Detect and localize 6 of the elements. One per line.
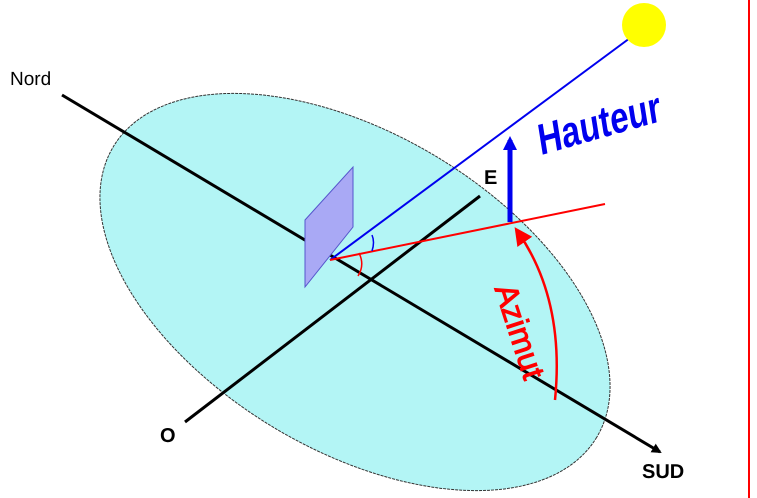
azimuth-label: Azimut: [490, 280, 550, 383]
altitude-label: Hauteur: [535, 85, 664, 164]
east-label: E: [484, 168, 498, 188]
west-label: O: [160, 426, 176, 446]
north-label: Nord: [10, 70, 52, 89]
south-label: SUD: [642, 462, 684, 482]
